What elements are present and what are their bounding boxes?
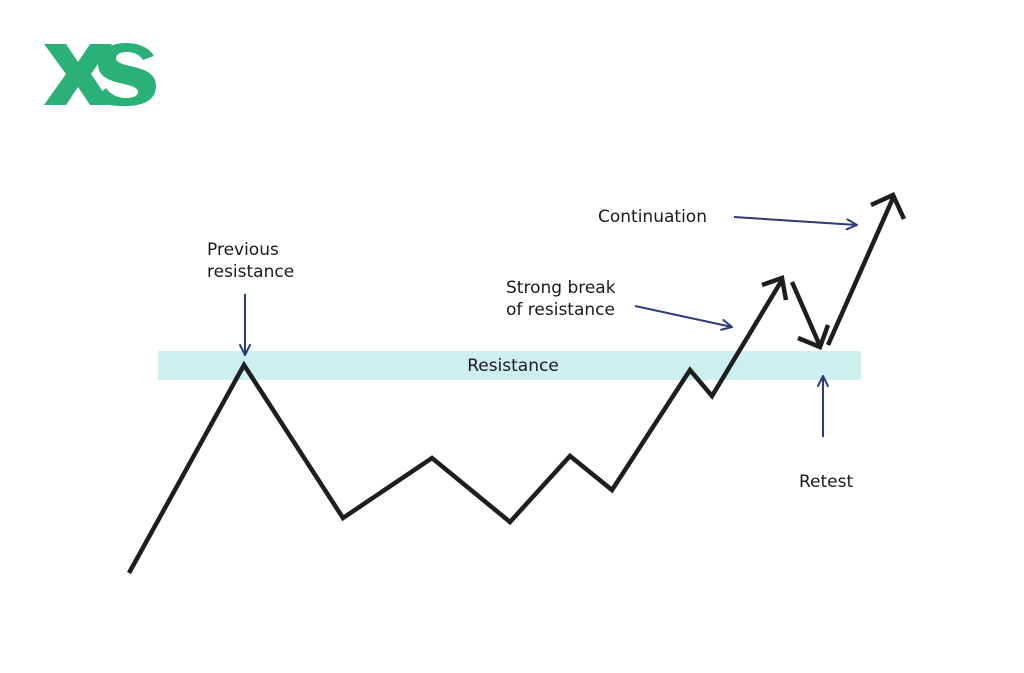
logo-s-shape: [96, 43, 156, 106]
xs-logo: [44, 43, 156, 106]
strong-break-label-line1: Strong break: [506, 278, 616, 298]
strong-break-arrow: [634, 305, 733, 331]
previous-resistance-label-line1: Previous: [207, 240, 279, 260]
continuation-label: Continuation: [598, 207, 707, 227]
breakout-peak-arrowhead: [761, 275, 789, 301]
pullback-arrow-line: [789, 281, 823, 347]
resistance-band: [158, 351, 861, 380]
continuation-move-line: [825, 197, 896, 346]
logo-x-shape: [44, 44, 112, 105]
retest-label: Retest: [799, 472, 853, 492]
previous-resistance-label-line2: resistance: [207, 262, 294, 282]
pullback-arrowhead: [797, 324, 831, 350]
strong-break-label-line2: of resistance: [506, 300, 615, 320]
price-line: [127, 278, 784, 575]
continuation-arrowhead: [870, 192, 907, 220]
resistance-label: Resistance: [467, 356, 559, 376]
continuation-arrow: [733, 216, 858, 231]
